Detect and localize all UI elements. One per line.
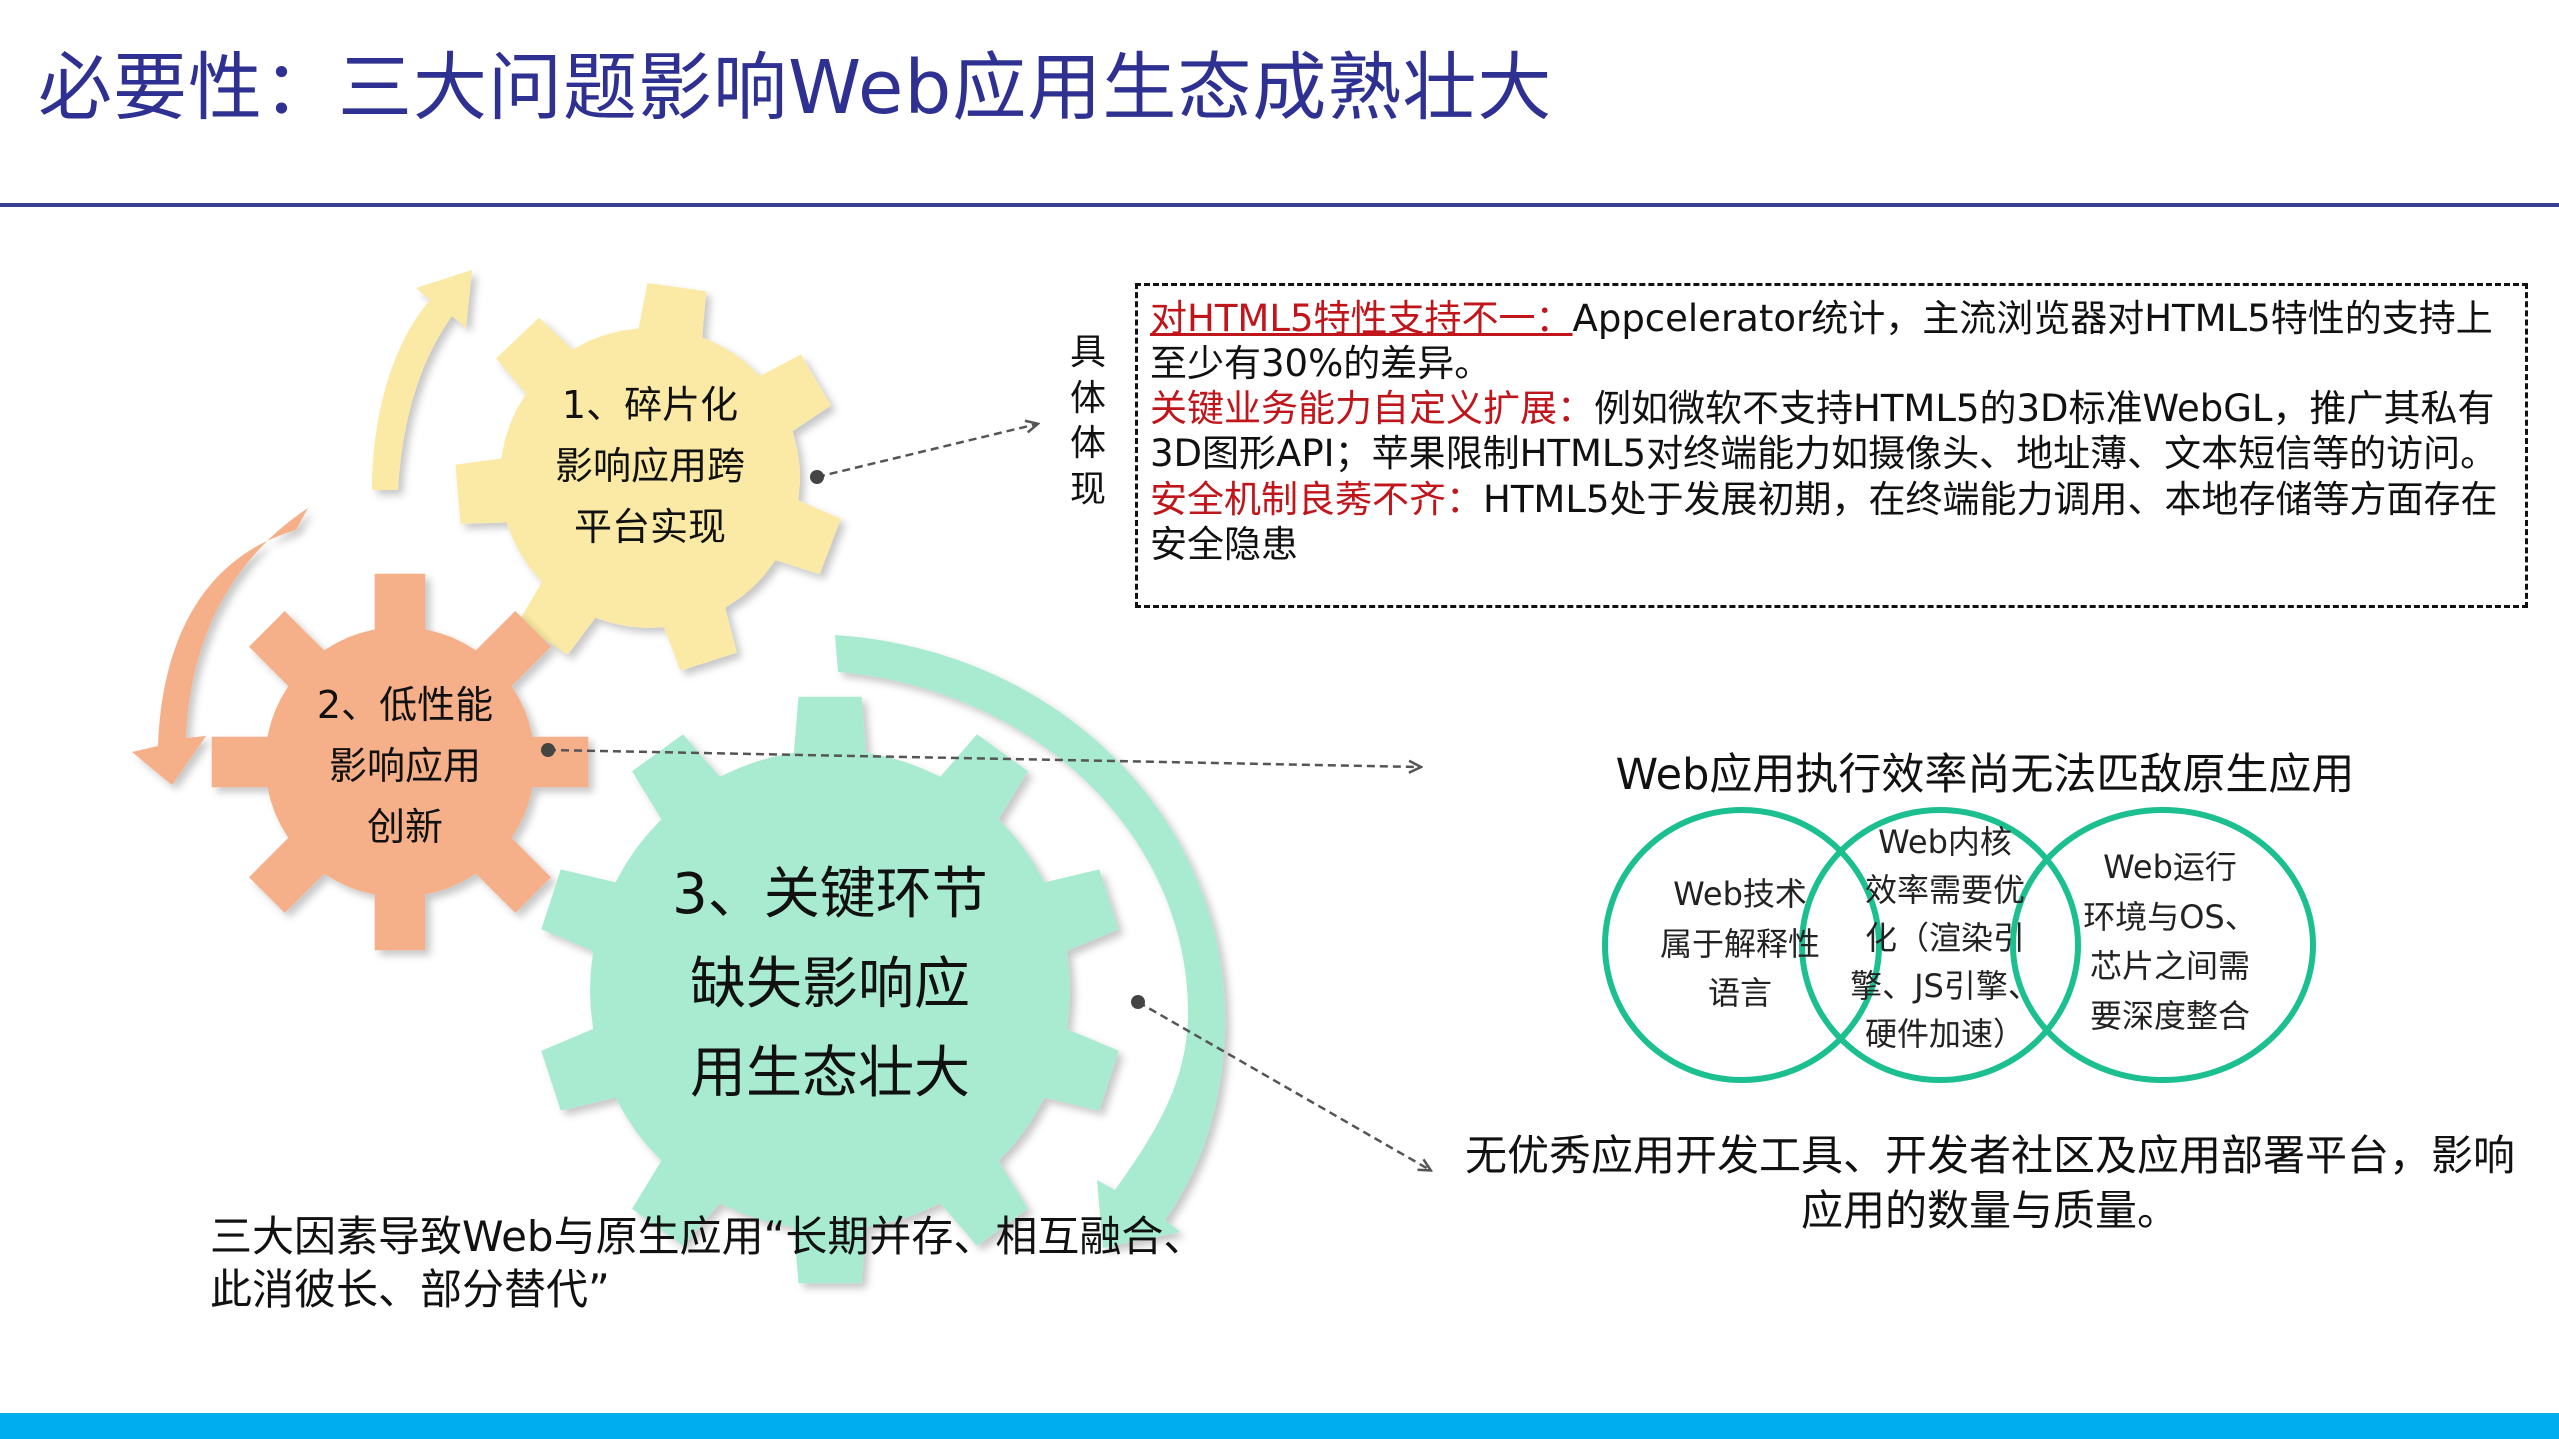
detail-text: 例如微软不支持HTML5的3D标准WebGL，推广其私有3D图形API；苹果限制…	[1150, 387, 2498, 476]
venn-text-1: Web技术 属于解释性 语言	[1640, 870, 1840, 1019]
venn-diagram	[1602, 807, 2316, 1083]
connector-dot-icon	[1131, 995, 1145, 1009]
side-label-char: 现	[1069, 469, 1106, 511]
performance-heading: Web应用执行效率尚无法匹敌原生应用	[1615, 750, 2355, 800]
detail-lead: 关键业务能力自定义扩展：	[1150, 387, 1594, 431]
gear-3-line: 3、关键环节	[672, 862, 988, 927]
detail-item: 对HTML5特性支持不一：Appcelerator统计，主流浏览器对HTML5特…	[1150, 296, 2513, 386]
venn-circle-3	[2010, 807, 2316, 1083]
gear-3-icon	[541, 696, 1119, 1284]
title-divider	[0, 203, 2559, 207]
detail-item: 安全机制良莠不齐：HTML5处于发展初期，在终端能力调用、本地存储等方面存在安全…	[1150, 477, 2513, 567]
venn-line: 芯片之间需	[2089, 947, 2250, 986]
venn-line: 环境与OS、	[2083, 897, 2257, 936]
venn-circle-1	[1602, 807, 1882, 1083]
detail-text: Appcelerator统计，主流浏览器对HTML5特性的支持上至少有30%的差…	[1150, 297, 2493, 386]
cycle-arrow-orange-icon	[132, 508, 308, 785]
venn-line: 语言	[1707, 974, 1772, 1013]
cycle-arrow-green-icon	[835, 635, 1226, 1248]
concrete-manifestation-label: 具 体 体 现	[1063, 330, 1113, 513]
gears-layer	[211, 283, 1119, 1284]
tools-line: 无优秀应用开发工具、开发者社区及应用部署平台，影响	[1464, 1131, 2515, 1180]
gear-1-line: 影响应用跨	[554, 443, 745, 488]
detail-lead: 安全机制良莠不齐：	[1150, 477, 1483, 521]
venn-line: Web技术	[1673, 875, 1807, 913]
gear-1-line: 1、碎片化	[561, 383, 739, 427]
venn-line: Web内核	[1878, 823, 2012, 861]
footer-bar	[0, 1413, 2559, 1439]
side-label-char: 具	[1069, 332, 1106, 373]
gear-2-label: 2、低性能 影响应用 创新	[280, 675, 530, 857]
venn-line: 要深度整合	[2089, 996, 2250, 1035]
gear-3-label: 3、关键环节 缺失影响应 用生态壮大	[630, 850, 1030, 1119]
detail-lead: 对HTML5特性支持不一：	[1150, 297, 1573, 340]
gear-1-label: 1、碎片化 影响应用跨 平台实现	[520, 375, 780, 557]
venn-line: Web运行	[2103, 848, 2237, 886]
cycle-arrow-yellow-icon	[372, 270, 472, 490]
venn-line: 化（渲染引	[1864, 919, 2025, 957]
venn-line: 效率需要优	[1864, 871, 2025, 909]
connector-3	[1131, 995, 1430, 1170]
venn-line: 擎、JS引擎、	[1850, 967, 2040, 1005]
detail-text: HTML5处于发展初期，在终端能力调用、本地存储等方面存在安全隐患	[1150, 477, 2498, 566]
venn-line: 属于解释性	[1659, 924, 1820, 963]
connector-dot-icon	[810, 470, 824, 484]
tools-line: 应用的数量与质量。	[1800, 1186, 2179, 1236]
fragmentation-details-box: 对HTML5特性支持不一：Appcelerator统计，主流浏览器对HTML5特…	[1135, 283, 2528, 608]
conclusion-text: 三大因素导致Web与原生应用“长期并存、相互融合、 此消彼长、部分替代”	[210, 1210, 1260, 1317]
gear-3-line: 缺失影响应	[690, 951, 970, 1017]
connector-1	[810, 424, 1037, 484]
venn-line: 硬件加速）	[1864, 1015, 2025, 1053]
gear-3-line: 用生态壮大	[690, 1041, 970, 1107]
ecosystem-gap-text: 无优秀应用开发工具、开发者社区及应用部署平台，影响 应用的数量与质量。	[1445, 1128, 2535, 1239]
venn-circle-2	[1799, 807, 2081, 1083]
gear-2-line: 影响应用	[328, 743, 481, 788]
conclusion-line: 三大因素导致Web与原生应用“长期并存、相互融合、	[210, 1212, 1206, 1261]
connector-dot-icon	[541, 743, 555, 757]
side-label-char: 体	[1069, 423, 1106, 465]
detail-item: 关键业务能力自定义扩展：例如微软不支持HTML5的3D标准WebGL，推广其私有…	[1150, 386, 2513, 476]
slide-title: 必要性：三大问题影响Web应用生态成熟壮大	[38, 45, 1553, 131]
gear-2-line: 创新	[366, 804, 443, 849]
connector-2	[541, 743, 1420, 767]
gear-2-icon	[211, 573, 589, 951]
gear-1-icon	[455, 283, 841, 671]
gear-2-line: 2、低性能	[316, 683, 494, 727]
gear-1-line: 平台实现	[573, 504, 726, 549]
conclusion-line: 此消彼长、部分替代”	[210, 1265, 610, 1315]
side-label-char: 体	[1069, 377, 1106, 419]
venn-text-3: Web运行 环境与OS、 芯片之间需 要深度整合	[2070, 843, 2270, 1041]
venn-text-2: Web内核 效率需要优 化（渲染引 擎、JS引擎、 硬件加速）	[1840, 818, 2050, 1058]
